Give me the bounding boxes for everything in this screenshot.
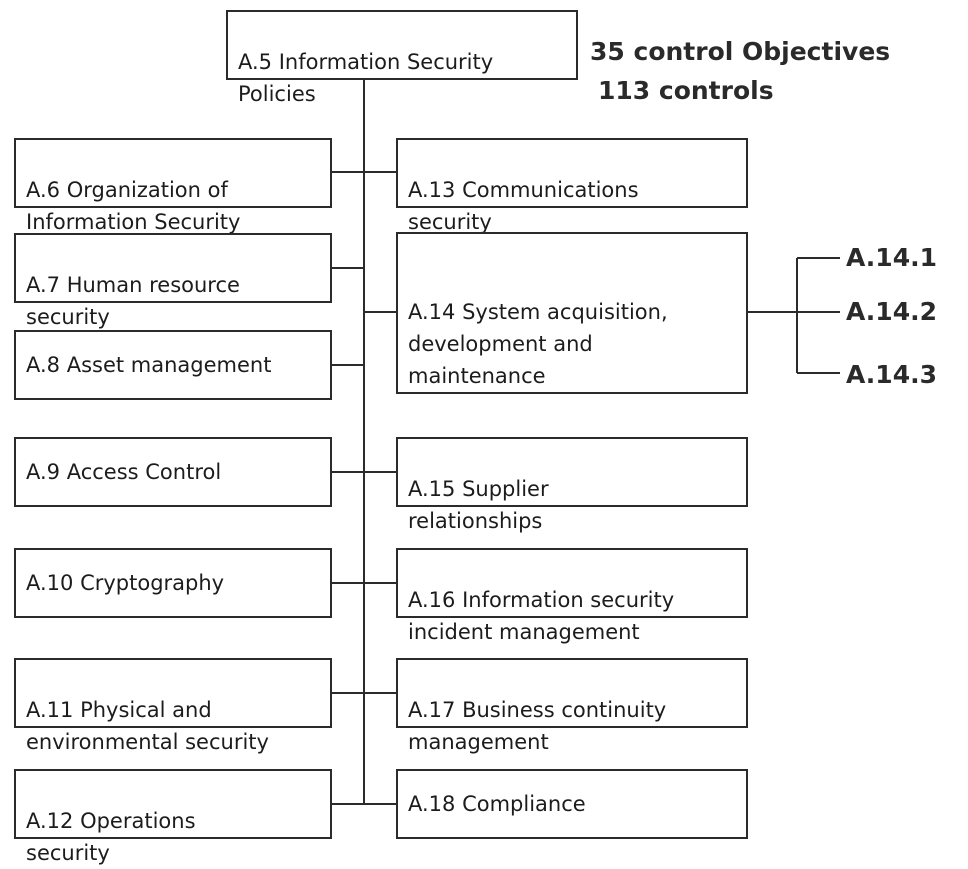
node-a9-access-control: A.9 Access Control <box>14 437 332 507</box>
node-a9-label: A.9 Access Control <box>26 460 222 484</box>
root-node-label: A.5 Information Security Policies <box>238 50 494 106</box>
branch-label-a14-1: A.14.1 <box>846 243 937 272</box>
node-a18-compliance: A.18 Compliance <box>396 769 748 839</box>
branch-label-a14-2: A.14.2 <box>846 297 937 326</box>
node-a17-label: A.17 Business continuity management <box>408 698 667 754</box>
node-a15-supplier-relationships: A.15 Supplier relationships <box>396 437 748 533</box>
node-a12-operations-security: A.12 Operations security <box>14 769 332 865</box>
isms-annex-a-diagram: A.5 Information Security Policies 35 con… <box>14 10 937 865</box>
control-objectives-count: 35 control Objectives <box>590 37 891 66</box>
node-a16-incident-management: A.16 Information security incident manag… <box>396 548 748 644</box>
node-a11-physical-environmental: A.11 Physical and environmental security <box>14 658 332 754</box>
branch-label-a14-3: A.14.3 <box>846 360 937 389</box>
node-a8-label: A.8 Asset management <box>26 353 272 377</box>
node-a6-label: A.6 Organization of Information Security <box>26 178 241 234</box>
node-a16-label: A.16 Information security incident manag… <box>408 588 675 644</box>
node-a17-business-continuity: A.17 Business continuity management <box>396 658 748 754</box>
node-a8-asset-management: A.8 Asset management <box>14 330 332 400</box>
node-a13-communications: A.13 Communications security <box>396 138 748 234</box>
node-a11-label: A.11 Physical and environmental security <box>26 698 269 754</box>
controls-count: 113 controls <box>598 76 774 105</box>
node-a10-cryptography: A.10 Cryptography <box>14 548 332 618</box>
node-a7-label: A.7 Human resource security <box>26 273 240 329</box>
node-a12-label: A.12 Operations security <box>26 809 196 865</box>
node-a6-organization: A.6 Organization of Information Security <box>14 138 332 234</box>
node-a14-label: A.14 System acquisition, development and… <box>408 300 668 388</box>
root-node-a5: A.5 Information Security Policies <box>226 10 578 106</box>
node-a15-label: A.15 Supplier relationships <box>408 477 549 533</box>
node-a10-label: A.10 Cryptography <box>26 571 225 595</box>
node-a7-human-resource: A.7 Human resource security <box>14 233 332 329</box>
node-a14-system-acquisition: A.14 System acquisition, development and… <box>396 232 748 394</box>
node-a13-label: A.13 Communications security <box>408 178 639 234</box>
connector-lines <box>331 80 840 805</box>
node-a18-label: A.18 Compliance <box>408 792 586 816</box>
